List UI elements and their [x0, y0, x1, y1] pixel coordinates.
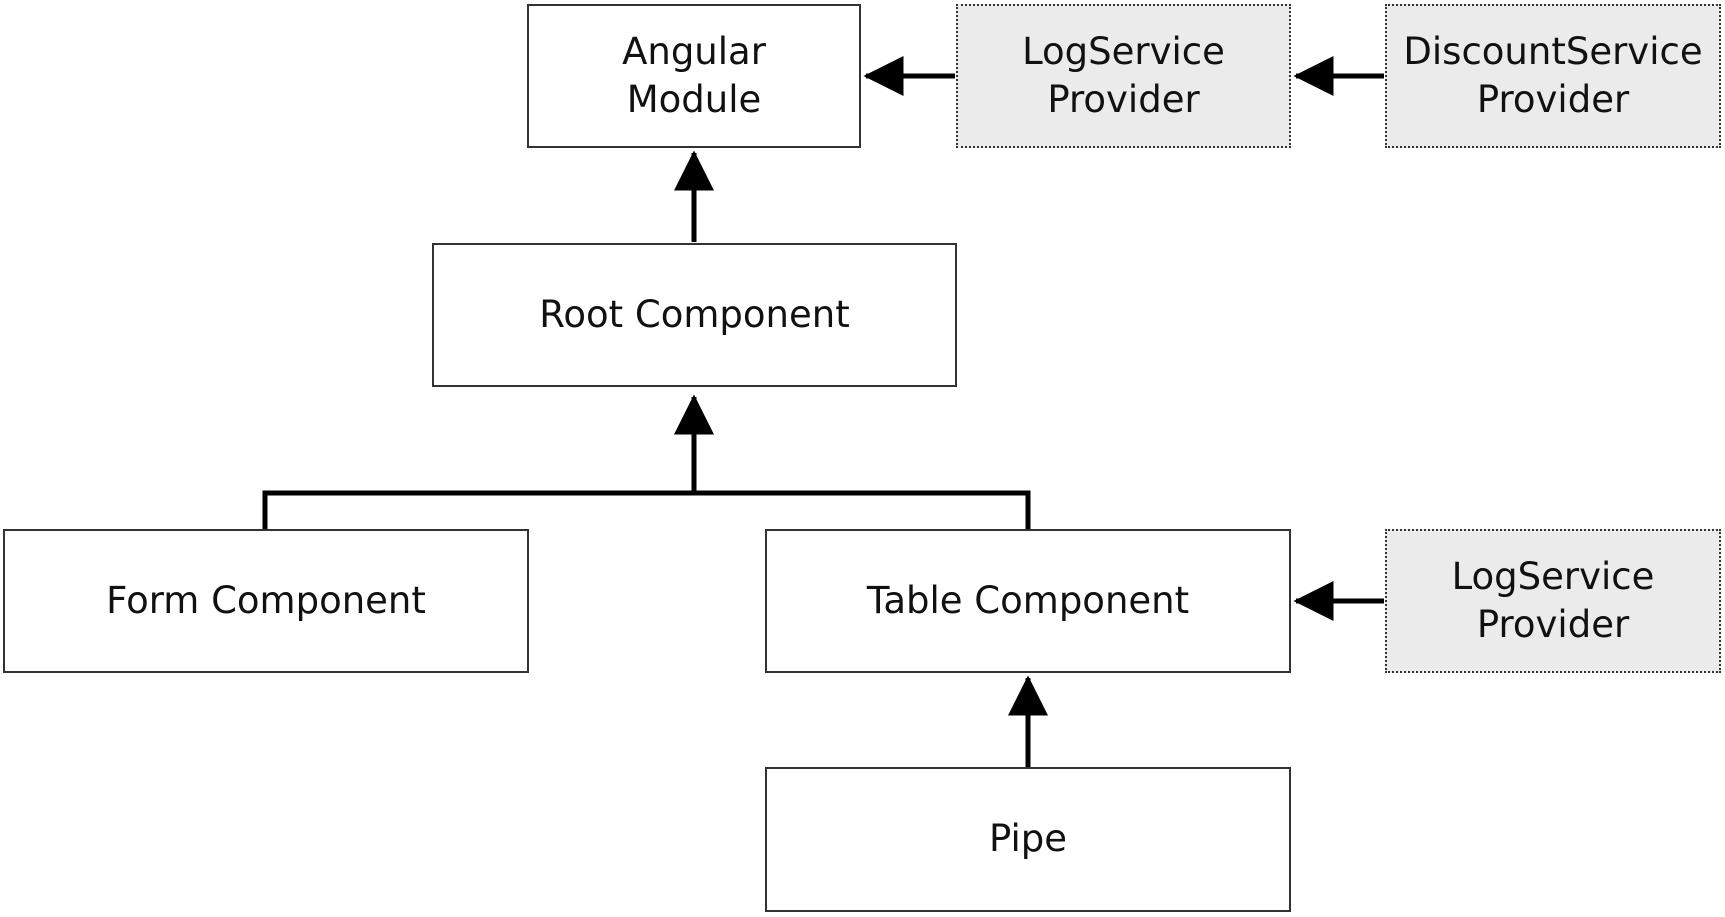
table-log-service-provider-label-line-2: Provider	[1476, 603, 1630, 646]
log-service-provider-label-line-1: LogService	[1022, 29, 1225, 73]
discount-service-provider-label-line-2: Provider	[1476, 78, 1630, 121]
angular-module-label-line-2: Module	[626, 78, 762, 121]
branch-form-and-table-to-root	[262, 490, 1031, 530]
log-service-provider-label-line-2: Provider	[1047, 78, 1200, 121]
log-service-provider-node: LogService Provider	[956, 4, 1291, 148]
pipe-node: Pipe	[765, 767, 1291, 912]
discount-service-provider-node: DiscountService Provider	[1385, 4, 1721, 148]
root-component-node: Root Component	[432, 243, 957, 387]
table-component-label: Table Component	[866, 578, 1190, 622]
angular-module-label-line-1: Angular	[622, 29, 766, 73]
table-log-service-provider-node: LogService Provider	[1385, 529, 1721, 673]
table-component-node: Table Component	[765, 529, 1291, 673]
pipe-label: Pipe	[988, 817, 1068, 861]
discount-service-provider-label-line-1: DiscountService	[1403, 29, 1703, 73]
table-log-service-provider-label-line-1: LogService	[1451, 554, 1655, 598]
root-component-label: Root Component	[539, 292, 850, 336]
form-component-node: Form Component	[3, 529, 529, 673]
angular-module-node: Angular Module	[527, 4, 861, 148]
form-component-label: Form Component	[106, 578, 426, 622]
